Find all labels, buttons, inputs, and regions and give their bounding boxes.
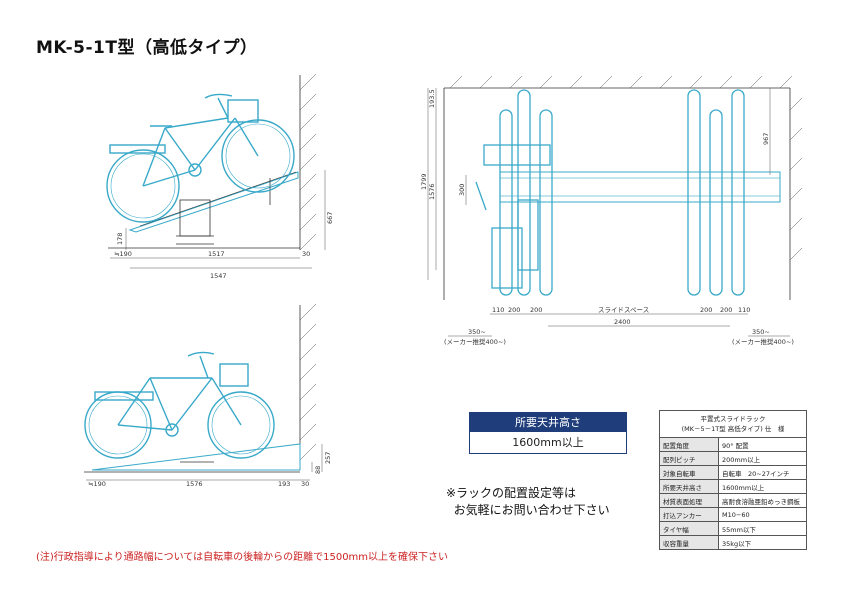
spec-value: M10−60 [718, 507, 807, 522]
wall-hatch [299, 303, 317, 461]
dim-110a: 110 [492, 306, 504, 314]
plan-view: 193.5 1799 1576 300 967 110 200 200 スライド… [420, 75, 803, 346]
dim-200a: 200 [508, 306, 520, 314]
spec-header: 平置式スライドラック (MK－5－1T型 高低タイプ) 仕 様 [659, 410, 807, 438]
spec-key: タイヤ幅 [659, 521, 719, 536]
spec-value: 高耐食溶融亜鉛めっき鋼板 [718, 493, 807, 508]
dim-200b: 200 [530, 306, 542, 314]
ceiling-height-value: 1600mm以上 [512, 436, 584, 449]
slide-rail [499, 171, 781, 203]
spec-key: 打込アンカー [659, 507, 719, 522]
table-row: 対象自転車自転車 20~27インチ [659, 465, 807, 480]
spec-key: 配列ピッチ [659, 451, 719, 466]
bicycle-high [106, 93, 295, 223]
contact-note: ※ラックの配置設定等は お気軽にお問い合わせ下さい [446, 486, 610, 517]
dim-1576: 1576 [428, 183, 436, 200]
wall-hatch [449, 75, 803, 261]
side-view-high: ≒190 1517 30 1547 667 178 [106, 73, 334, 280]
dim-193: 193 [278, 480, 290, 488]
dim-350-left: 350~ [468, 328, 486, 336]
dim-1547: 1547 [210, 272, 227, 280]
dim-190: ≒190 [114, 250, 132, 258]
spec-value: 90° 配置 [718, 437, 807, 452]
dim-1576: 1576 [186, 480, 203, 488]
dim-257: 257 [324, 452, 332, 464]
spec-key: 対象自転車 [659, 465, 719, 480]
spec-key: 収容重量 [659, 535, 719, 550]
spec-value: 200mm以上 [718, 451, 807, 466]
side-view-low: ≒190 1576 193 30 88 257 [84, 303, 332, 488]
dim-110b: 110 [738, 306, 750, 314]
dim-30: 30 [302, 250, 310, 258]
dim-193: 193.5 [428, 89, 436, 108]
dim-1799: 1799 [420, 173, 428, 190]
dim-maker-right: (メーカー推奨400~) [732, 337, 794, 346]
spec-header-line1: 平置式スライドラック [700, 415, 766, 423]
dim-200d: 200 [720, 306, 732, 314]
dim-667: 667 [326, 212, 334, 224]
spec-value: 35kg以下 [718, 535, 807, 550]
dim-350-right: 350~ [752, 328, 770, 336]
dim-967: 967 [762, 133, 770, 145]
spec-key: 材質表面処理 [659, 493, 719, 508]
dim-2400: 2400 [614, 318, 631, 326]
dim-200c: 200 [700, 306, 712, 314]
dim-maker-left: (メーカー推奨400~) [444, 337, 506, 346]
spec-key: 所要天井高さ [659, 479, 719, 494]
racks-right [687, 89, 745, 296]
racks-left [475, 89, 553, 296]
low-rail [91, 443, 301, 471]
page-title: MK-5-1T型（高低タイプ） [36, 38, 258, 58]
dim-300: 300 [458, 184, 466, 196]
spec-header-line2: (MK－5－1T型 高低タイプ) 仕 様 [681, 425, 785, 433]
rack-stand [176, 178, 271, 245]
dim-1517: 1517 [208, 250, 225, 258]
ceiling-height-label: 所要天井高さ [470, 413, 626, 432]
dim-190: ≒190 [88, 480, 106, 488]
table-row: 材質表面処理高耐食溶融亜鉛めっき鋼板 [659, 493, 807, 508]
dim-178: 178 [116, 233, 124, 245]
spec-value: 1600mm以上 [718, 479, 807, 494]
spec-key: 配置角度 [659, 437, 719, 452]
dim-slide-label: スライドスペース [598, 306, 649, 314]
legal-note: (注)行政指導により通路幅については自転車の後輪からの距離で1500mm以上を確… [36, 552, 449, 563]
spec-value: 55mm以下 [718, 521, 807, 536]
dim-30: 30 [301, 480, 309, 488]
dim-88: 88 [314, 466, 322, 474]
spec-value: 自転車 20~27インチ [718, 465, 807, 480]
wall-hatch [299, 73, 317, 251]
ceiling-height-box: 所要天井高さ 1600mm以上 [469, 412, 627, 454]
ramp [128, 171, 299, 233]
bicycle-low [84, 351, 275, 459]
